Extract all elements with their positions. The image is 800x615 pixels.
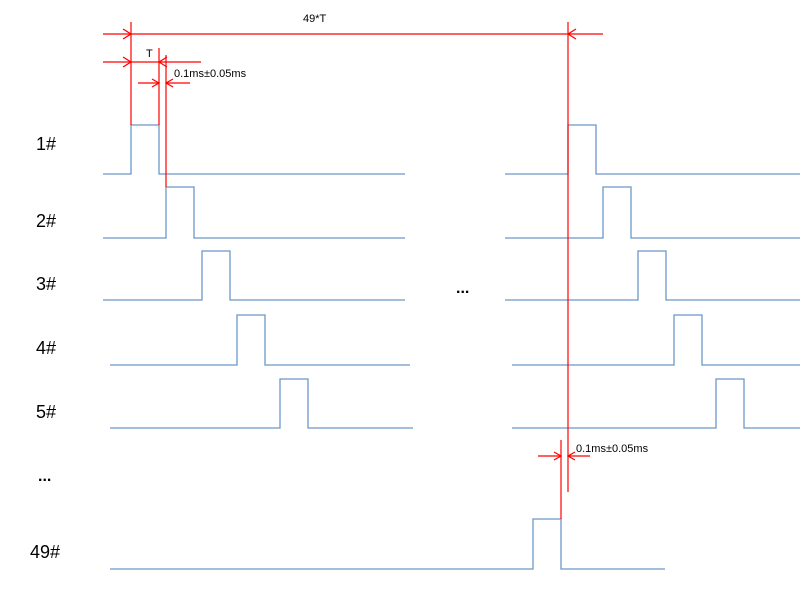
channel-label-4: 4# — [36, 338, 56, 358]
label-pulse-width-top: 0.1ms±0.05ms — [174, 68, 247, 80]
columns-ellipsis: ... — [456, 280, 469, 297]
label-pulse-width-bottom: 0.1ms±0.05ms — [576, 443, 649, 455]
channel-label-3: 3# — [36, 274, 56, 294]
waveform-2-left — [103, 186, 405, 239]
channel-label-2: 2# — [36, 211, 56, 231]
waveform-2-right — [505, 186, 800, 239]
rows-ellipsis: ... — [38, 468, 51, 485]
waveform-5-right — [512, 378, 800, 429]
channel-label-1: 1# — [36, 134, 56, 154]
channel-label-49: 49# — [30, 542, 60, 562]
arrow-pulse-top-right — [164, 78, 174, 88]
waveform-1-right — [505, 124, 800, 175]
waveform-3-left — [103, 250, 405, 301]
label-period: T — [146, 48, 153, 60]
waveform-49 — [110, 518, 665, 570]
waveform-5-left — [110, 378, 413, 429]
waveform-4-right — [512, 314, 800, 366]
arrow-pulse-top-left — [151, 78, 161, 88]
arrow-T-right — [157, 56, 168, 68]
arrow-T-left — [122, 56, 133, 68]
waveform-1-left — [103, 124, 405, 175]
waveform-3-right — [505, 250, 800, 301]
arrow-pulse-bottom-right — [566, 451, 576, 461]
label-total-period: 49*T — [303, 13, 327, 25]
arrow-49T-left — [122, 28, 133, 40]
waveform-4-left — [110, 314, 410, 366]
channel-label-5: 5# — [36, 402, 56, 422]
arrow-pulse-bottom-left — [553, 451, 563, 461]
arrow-49T-right — [566, 28, 577, 40]
